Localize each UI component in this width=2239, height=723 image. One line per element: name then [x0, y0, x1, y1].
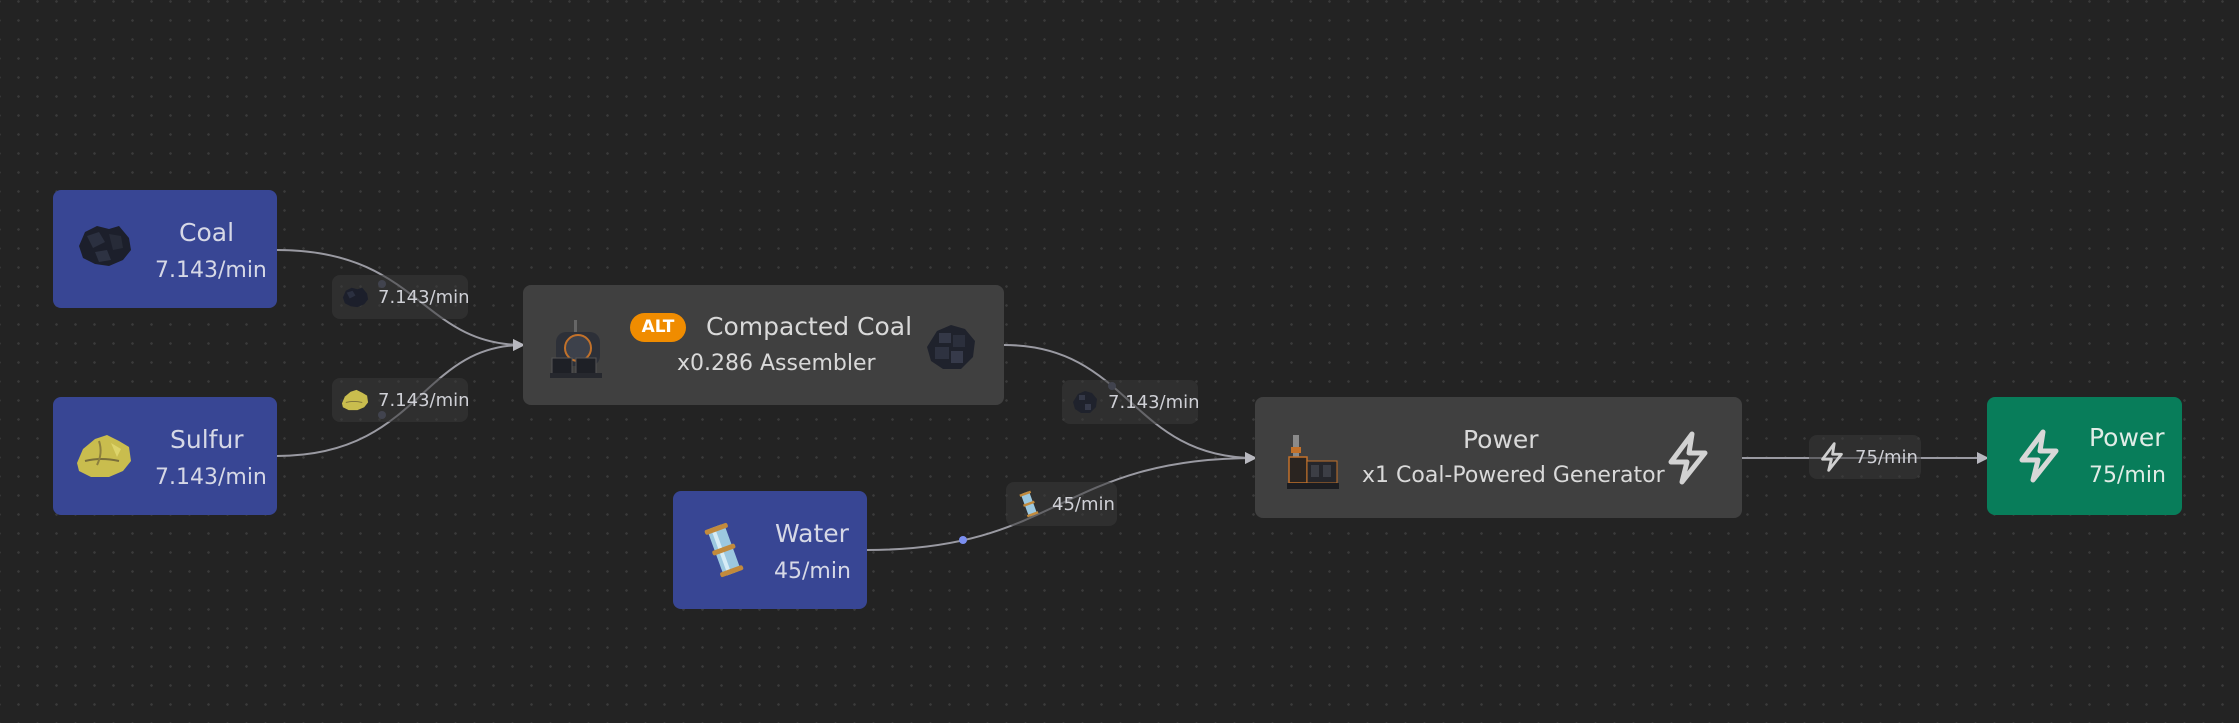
edge-handle-dot-selected[interactable] [959, 536, 967, 544]
coal-icon [340, 282, 370, 312]
edge-label-water[interactable]: 45/min [1006, 482, 1117, 526]
node-generator[interactable]: Power x1 Coal-Powered Generator [1255, 397, 1742, 518]
node-rate: 7.143/min [155, 465, 267, 490]
water-packaged-icon [701, 519, 747, 581]
edge-rate: 7.143/min [378, 286, 470, 308]
compacted-coal-icon [1070, 387, 1100, 417]
node-rate: 7.143/min [155, 258, 267, 283]
node-title: Compacted Coal [706, 312, 913, 341]
sulfur-icon [73, 431, 135, 481]
sulfur-icon [340, 385, 370, 415]
node-water[interactable]: Water 45/min [673, 491, 867, 609]
edge-rate: 45/min [1052, 493, 1115, 515]
assembler-icon [548, 318, 606, 380]
node-rate: 75/min [2089, 463, 2166, 488]
edge-label-coal[interactable]: 7.143/min [332, 275, 470, 319]
node-title: Power [1463, 425, 1539, 454]
node-subtitle: x1 Coal-Powered Generator [1362, 463, 1665, 488]
node-compacted-coal[interactable]: ALT Compacted Coal x0.286 Assembler [523, 285, 1004, 405]
node-title: Sulfur [170, 425, 244, 454]
lightning-icon [1817, 442, 1847, 472]
lightning-icon [1666, 431, 1710, 485]
edge-label-compacted-coal[interactable]: 7.143/min [1062, 380, 1200, 424]
edge-rate: 7.143/min [378, 389, 470, 411]
node-power-sink[interactable]: Power 75/min [1987, 397, 2182, 515]
edge-label-power[interactable]: 75/min [1809, 435, 1921, 479]
compacted-coal-icon [921, 319, 981, 375]
node-title: Water [775, 519, 849, 548]
node-coal[interactable]: Coal 7.143/min [53, 190, 277, 308]
edge-label-sulfur[interactable]: 7.143/min [332, 378, 470, 422]
edge-rate: 75/min [1855, 446, 1918, 468]
alt-badge: ALT [630, 313, 686, 342]
coal-icon [73, 220, 135, 270]
lightning-icon [2017, 429, 2061, 483]
node-rate: 45/min [774, 559, 851, 584]
water-packaged-icon [1014, 489, 1044, 519]
coal-generator-icon [1285, 433, 1341, 493]
node-title: Power [2089, 423, 2165, 452]
node-subtitle: x0.286 Assembler [677, 351, 876, 376]
edge-rate: 7.143/min [1108, 391, 1200, 413]
node-title: Coal [179, 218, 235, 247]
node-sulfur[interactable]: Sulfur 7.143/min [53, 397, 277, 515]
